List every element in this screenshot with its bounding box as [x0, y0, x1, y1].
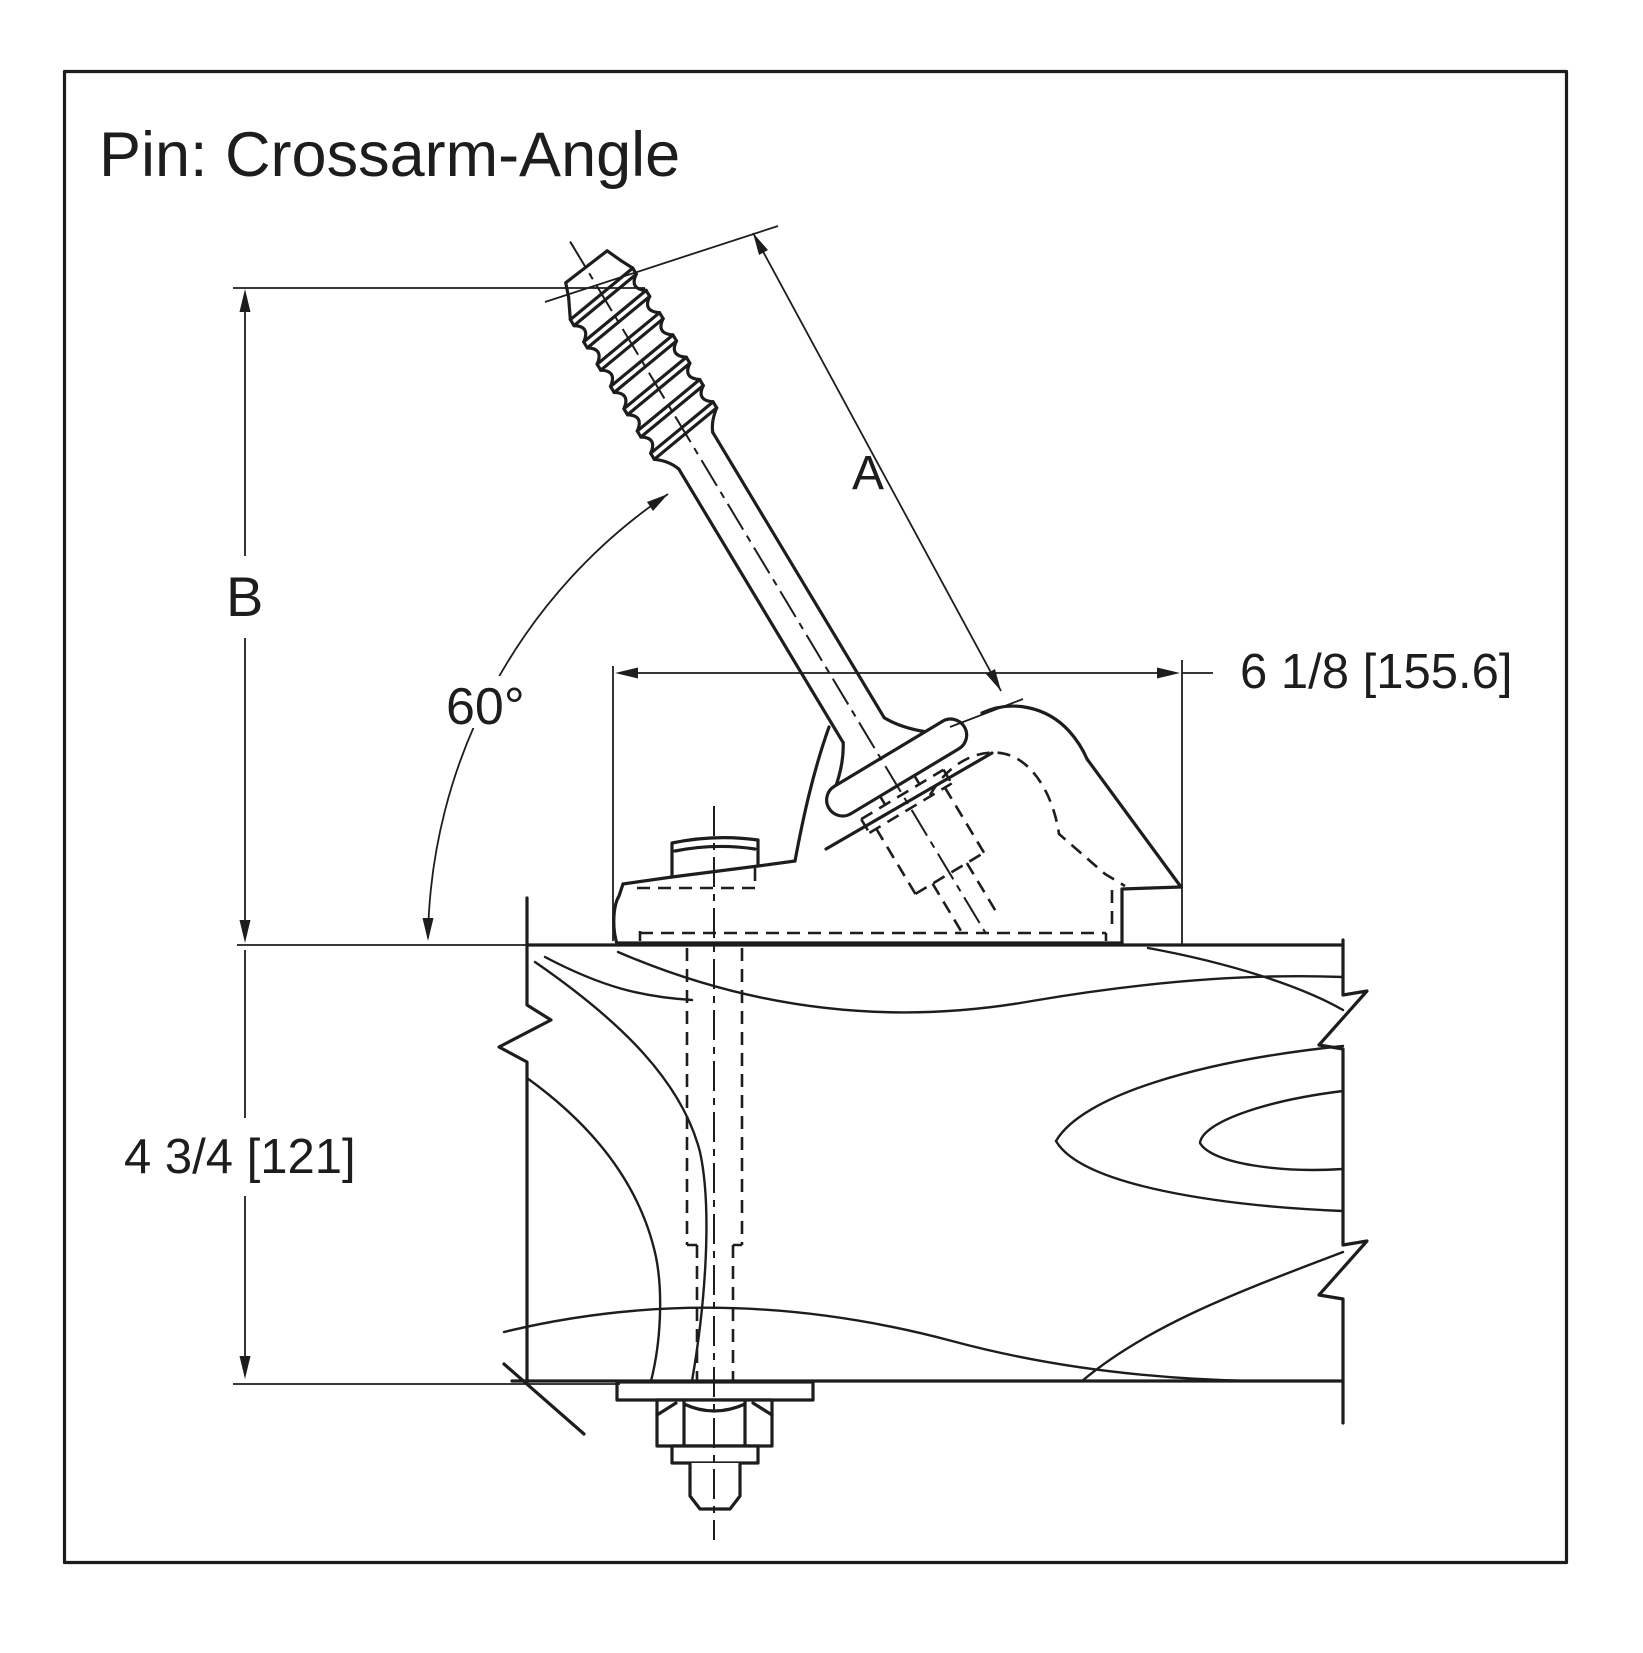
bolt-hidden-shank [685, 948, 744, 1380]
wood-grain [502, 946, 1345, 1383]
dim-a-label: A [852, 447, 884, 500]
dim-a-arrow-bottom [986, 669, 1001, 691]
pin-shank [677, 430, 886, 745]
dim-b-arrow-up [239, 289, 251, 312]
dim-angle-arrow-bottom [422, 918, 434, 941]
casting-flange-top [621, 859, 797, 886]
dim-drop-arrow-down [239, 1356, 251, 1379]
dim-angle-arrow-top [647, 494, 668, 511]
pin-hidden-stud [860, 768, 998, 934]
dim-a-bottom-extension [949, 698, 1024, 728]
casting-right-foot [1120, 885, 1183, 945]
dim-width-label: 6 1/8 [155.6] [1240, 645, 1512, 699]
dim-width-arrow-right [1157, 667, 1180, 679]
crossarm-left-break-edge [497, 896, 553, 1386]
dim-b-label: B [226, 565, 263, 628]
pin-centerline [569, 241, 987, 934]
dim-a-line [752, 232, 1002, 692]
drawing-title: Pin: Crossarm-Angle [99, 120, 680, 190]
dim-angle-label-mask [438, 676, 530, 728]
dim-a-arrow-top [753, 233, 768, 255]
crossarm-left-corner-break [502, 1362, 586, 1436]
dimension-a: A [544, 225, 1024, 728]
insulator-pin [564, 241, 998, 934]
dimension-angle: 60° [422, 493, 669, 941]
casting-boss-left [793, 725, 831, 863]
casting-left-foot [612, 882, 625, 946]
casting-saddle-face [824, 751, 994, 851]
dim-width-arrow-left [615, 667, 638, 679]
dim-drop-label: 4 3/4 [121] [124, 1130, 356, 1184]
dim-a-top-extension [544, 225, 779, 303]
dim-angle-label: 60° [446, 678, 525, 736]
pin-base-casting [612, 704, 1183, 946]
crossarm-right-break-edge [1317, 938, 1369, 1425]
pin-collar [825, 717, 969, 818]
dimension-crossarm-drop: 4 3/4 [121] [124, 950, 620, 1385]
dimension-b: B [226, 287, 645, 943]
dim-b-arrow-down [239, 920, 251, 943]
casting-hidden-edges [637, 751, 1126, 941]
dimension-base-width: 6 1/8 [155.6] [612, 645, 1512, 944]
through-bolt [615, 806, 815, 1540]
casting-hump-and-right-slope [980, 704, 1183, 889]
crossarm-section [497, 896, 1369, 1436]
drawing-border [62, 69, 1569, 1565]
